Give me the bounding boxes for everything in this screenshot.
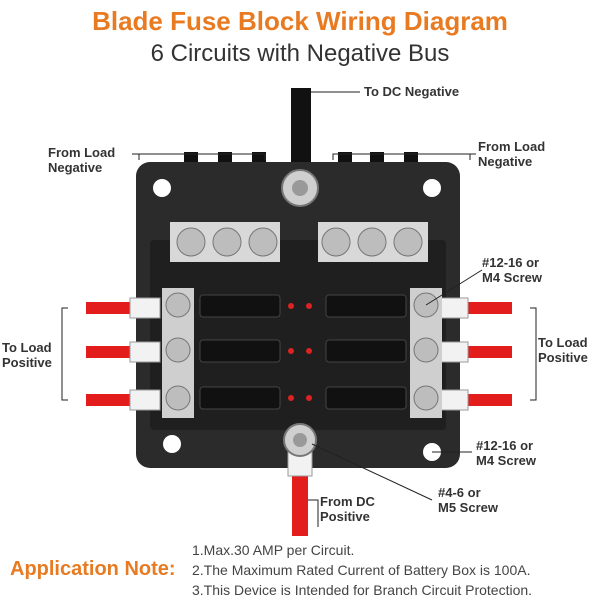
- note-line: 3.This Device is Intended for Branch Cir…: [192, 582, 533, 598]
- note-line: 2.The Maximum Rated Current of Battery B…: [192, 562, 531, 578]
- positive-bracket-left: [61, 307, 68, 401]
- indicator-leds: [288, 303, 312, 401]
- positive-screws: [162, 288, 442, 418]
- positive-wires-left: [86, 297, 161, 411]
- dc-positive-pointer: [308, 499, 319, 527]
- mount-hole: [423, 179, 441, 197]
- label-from-load-negative-left: From Load Negative: [48, 145, 116, 175]
- application-note-list: 1.Max.30 AMP per Circuit. 2.The Maximum …: [192, 540, 532, 600]
- label-screw-bottom: #12-16 or M4 Screw: [476, 438, 536, 468]
- screw-m5-pointer: [311, 443, 433, 501]
- mount-hole: [163, 435, 181, 453]
- negative-bus: [170, 222, 428, 262]
- note-line: 1.Max.30 AMP per Circuit.: [192, 542, 355, 558]
- fuse-slots: [199, 294, 407, 410]
- page-title: Blade Fuse Block Wiring Diagram: [92, 6, 508, 36]
- positive-wires-right: [437, 297, 512, 411]
- positive-bracket-right: [530, 307, 537, 401]
- label-screw-top: #12-16 or M4 Screw: [482, 255, 542, 285]
- label-to-load-positive-right: To Load Positive: [538, 335, 588, 365]
- screw-top-pointer: [425, 269, 483, 306]
- load-negative-bracket-right: [332, 153, 471, 160]
- mount-hole: [153, 179, 171, 197]
- application-note-heading: Application Note:: [10, 558, 176, 580]
- label-from-load-negative-right: From Load Negative: [478, 139, 546, 169]
- label-to-dc-negative: To DC Negative: [364, 84, 460, 99]
- label-to-load-positive-left: To Load Positive: [2, 340, 52, 370]
- label-from-dc-positive: From DC Positive: [320, 494, 375, 524]
- label-screw-m5: #4-6 or M5 Screw: [438, 485, 498, 515]
- dc-positive-wire: [292, 462, 308, 536]
- page-subtitle: 6 Circuits with Negative Bus: [150, 40, 450, 67]
- load-negative-bracket-left: [138, 153, 266, 160]
- dc-negative-wire: [291, 88, 311, 164]
